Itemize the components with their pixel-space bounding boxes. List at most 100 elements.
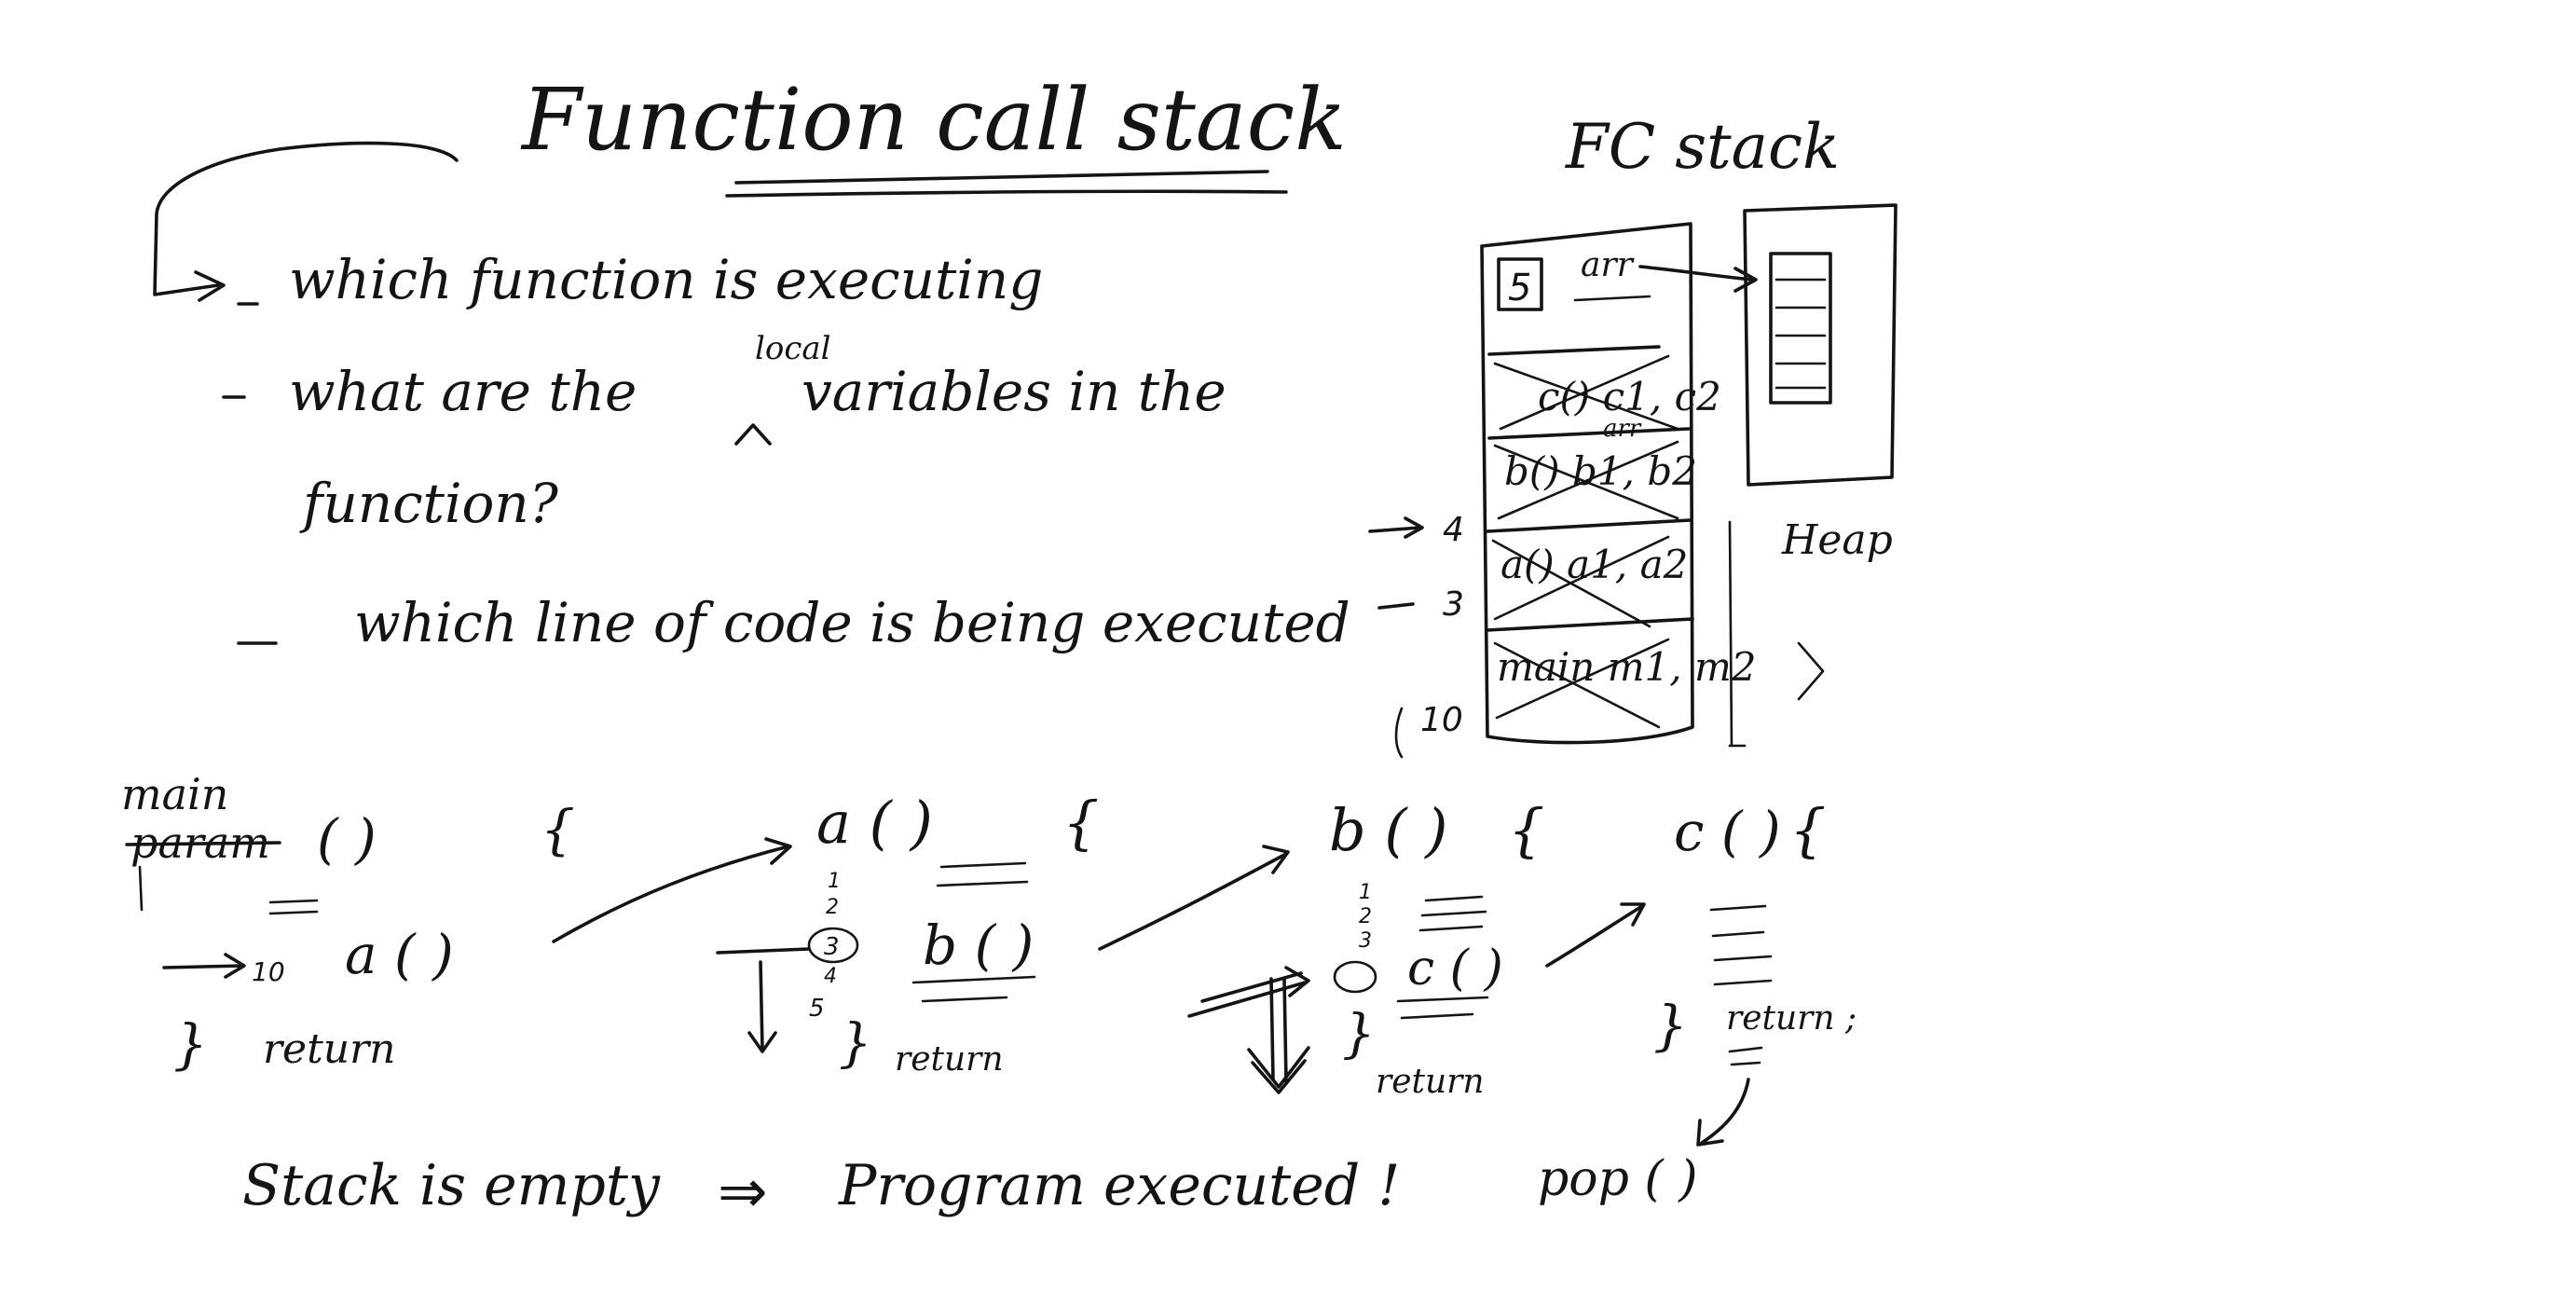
- heap-outline: [1743, 203, 1898, 487]
- b-return: return: [1376, 1063, 1485, 1101]
- a-pc-arrow: [716, 947, 811, 955]
- b-call-underline: [1396, 996, 1489, 1020]
- stack-label: FC stack: [1565, 111, 1840, 183]
- frame-b-crossout: [1493, 440, 1679, 520]
- main-parens: ( ): [317, 807, 377, 871]
- b-line-2: 2: [1359, 905, 1372, 928]
- main-tick: [138, 865, 144, 912]
- line-marker-4: 4: [1443, 511, 1464, 549]
- inserted-word: local: [755, 330, 831, 367]
- b-open-brace: {: [1508, 796, 1544, 864]
- frame-c-crossout: [1493, 354, 1679, 431]
- frame-a: a() a1, a2: [1500, 542, 1688, 587]
- b-close-brace: }: [1342, 1004, 1376, 1065]
- b-line-3: 3: [1359, 929, 1372, 953]
- bullet-2a: what are the: [289, 360, 637, 423]
- heap-brace: [1797, 641, 1825, 701]
- c-return-marks: [1728, 1046, 1763, 1066]
- a-open-brace: {: [1062, 789, 1099, 857]
- b-down-arrows: [1247, 977, 1310, 1094]
- program-executed-text: Program executed !: [838, 1153, 1400, 1218]
- call-arrow-main-to-a-head: [764, 837, 792, 865]
- line-marker-3: 3: [1443, 585, 1464, 624]
- a-line-1: 1: [828, 870, 841, 893]
- a-close-brace: }: [839, 1013, 872, 1074]
- array-underline: [1573, 295, 1651, 302]
- array-value-box: [1497, 257, 1543, 311]
- pop-label: pop ( ): [1538, 1151, 1698, 1207]
- main-strikethrough: [125, 841, 281, 846]
- array-name: arr: [1581, 246, 1635, 284]
- a-body-marks: [936, 861, 1029, 887]
- main-return: return: [263, 1025, 395, 1073]
- line-arrow-4: [1368, 526, 1422, 533]
- array-pointer: [1638, 265, 1754, 282]
- main-close-brace: }: [173, 1012, 208, 1076]
- call-arrow-b-to-c-head: [1620, 902, 1646, 927]
- heap-bracket-lower: [1728, 520, 1747, 748]
- line-marker-10: 10: [1420, 701, 1463, 739]
- b-signature: b ( ): [1329, 796, 1447, 864]
- a-call: b ( ): [923, 914, 1034, 977]
- array-pointer-head: [1733, 267, 1758, 293]
- frame-sep-1: [1487, 345, 1661, 356]
- call-arrow-b-to-c: [1545, 904, 1644, 968]
- pop-arrow-head: [1696, 1119, 1724, 1147]
- heap-array-cells: [1774, 278, 1827, 390]
- frame-main-crossout: [1493, 638, 1670, 729]
- heap-array: [1769, 252, 1832, 405]
- b-call: c ( ): [1407, 941, 1503, 996]
- c-return: return ;: [1726, 999, 1857, 1038]
- main-pc-arrow-head: [224, 953, 246, 979]
- main-line-no: 10: [252, 956, 285, 987]
- b-line-1: 1: [1359, 881, 1372, 904]
- frame-sep-2: [1487, 427, 1691, 440]
- a-signature: a ( ): [816, 789, 933, 857]
- main-open-brace: {: [541, 798, 575, 861]
- stack-empty-text: Stack is empty: [242, 1153, 661, 1218]
- line-arrow-4-head: [1404, 516, 1424, 539]
- bullet-1: which function is executing: [289, 248, 1043, 311]
- a-line-4: 4: [824, 965, 837, 988]
- hook-arrow: [153, 141, 459, 296]
- c-open-brace: {: [1789, 796, 1826, 864]
- title-underline: [734, 170, 1269, 185]
- c-close-brace: }: [1653, 994, 1688, 1057]
- main-pc-arrow: [162, 964, 244, 969]
- insertion-caret: [734, 423, 772, 446]
- bullet-3: which line of code is being executed: [354, 591, 1350, 654]
- b-pc-arrows: [1187, 966, 1310, 1018]
- frame-main: main m1, m2: [1497, 644, 1757, 690]
- bullet-2-continued: function?: [299, 472, 559, 535]
- c-body-marks: [1709, 904, 1773, 986]
- a-call-underline: [911, 975, 1036, 1003]
- main-body-marks: [268, 899, 319, 915]
- a-return: return: [895, 1040, 1004, 1079]
- array-value: 5: [1508, 267, 1531, 309]
- call-arrow-main-to-a: [552, 845, 790, 943]
- bullet-2b: variables in the: [802, 360, 1226, 423]
- a-line-2: 2: [826, 896, 839, 919]
- line-arrow-3: [1377, 602, 1415, 610]
- c-signature: c ( ): [1674, 800, 1781, 863]
- b-body-marks: [1418, 895, 1487, 932]
- implies-arrow: ⇒: [718, 1158, 768, 1227]
- a-line-3: 3: [824, 933, 840, 961]
- frame-a-crossout: [1491, 535, 1670, 628]
- a-current-line-circle: [807, 927, 859, 964]
- b-current-line-circle: [1333, 960, 1377, 994]
- title-underline-2: [725, 189, 1288, 198]
- call-arrow-a-to-b-head: [1262, 845, 1290, 874]
- main-call: a ( ): [345, 923, 454, 986]
- frame-sep-4: [1486, 617, 1694, 632]
- call-arrow-a-to-b: [1098, 852, 1288, 951]
- stack-outline: [1480, 222, 1694, 745]
- a-line-5: 5: [809, 995, 825, 1023]
- main-label: main: [121, 769, 228, 819]
- pop-arrow: [1700, 1078, 1750, 1145]
- page-title: Function call stack: [520, 70, 1347, 170]
- a-down-arrow: [747, 960, 777, 1053]
- heap-label: Heap: [1781, 516, 1893, 564]
